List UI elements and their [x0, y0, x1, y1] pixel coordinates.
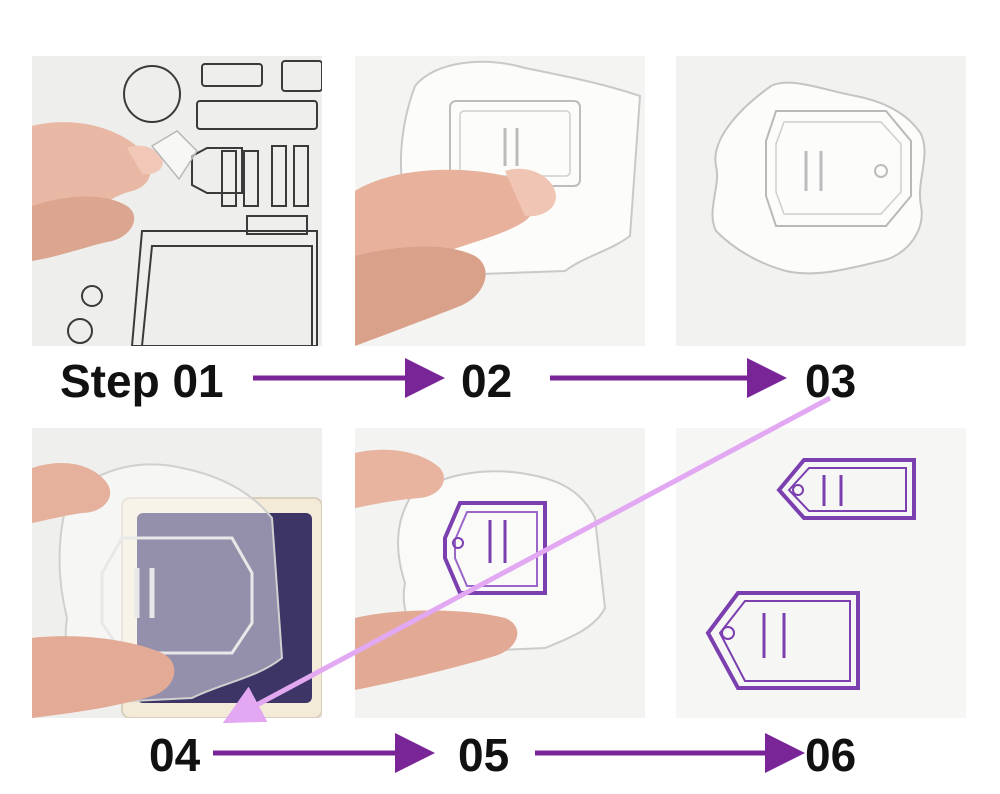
step-label-06: 06: [805, 729, 857, 781]
step-label-04: 04: [149, 729, 201, 781]
step-05-photo: [355, 428, 645, 718]
step-01-photo: [32, 56, 322, 346]
step-label-03: 03: [805, 355, 857, 407]
step-02-photo: [355, 56, 645, 346]
step-label-05: 05: [458, 729, 510, 781]
step-06-photo: [676, 428, 966, 718]
step-label-02: 02: [461, 355, 513, 407]
step-label-01: Step 01: [60, 355, 224, 407]
step-04-photo: [32, 428, 322, 718]
step-03-photo: [676, 56, 966, 346]
